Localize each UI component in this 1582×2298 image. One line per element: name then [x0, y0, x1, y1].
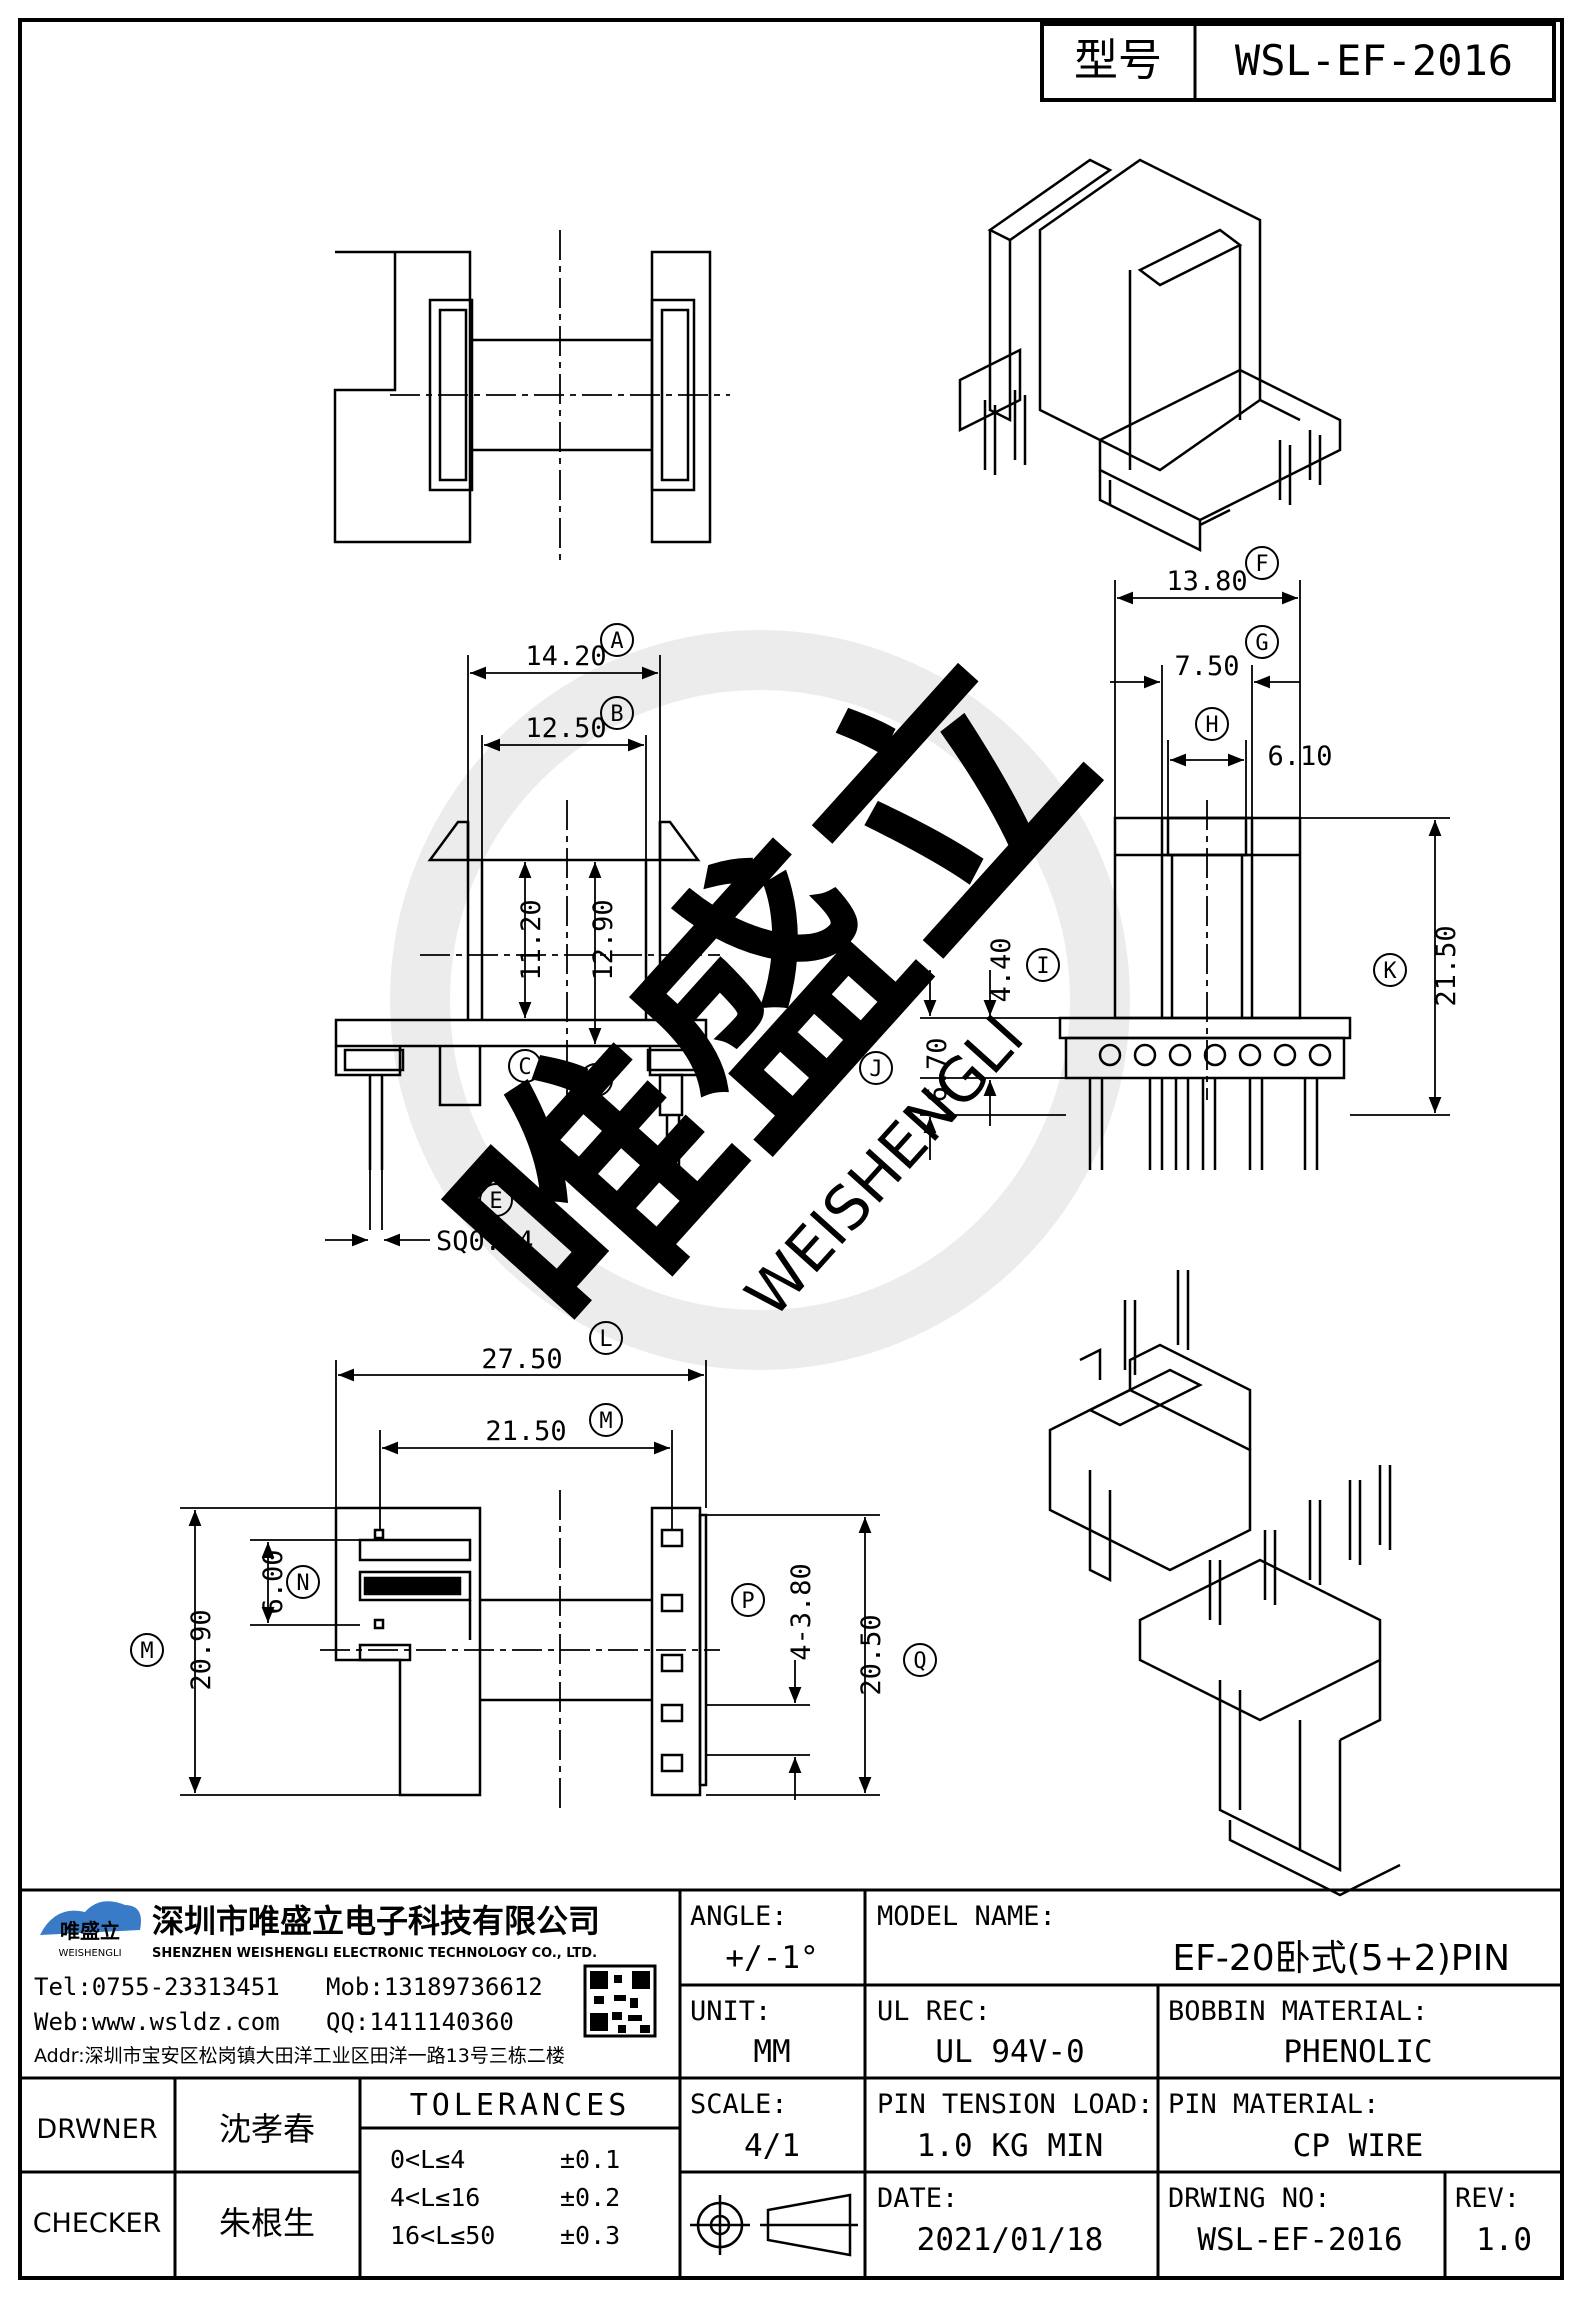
checker-label: CHECKER — [33, 2208, 162, 2239]
svg-text:G: G — [1255, 631, 1268, 656]
company-logo-text: 唯盛立 — [60, 1919, 120, 1943]
company-name-cn: 深圳市唯盛立电子科技有限公司 — [152, 1902, 600, 1940]
pin-tension-value: 1.0 KG MIN — [917, 2128, 1104, 2164]
svg-text:Q: Q — [913, 1649, 926, 1674]
rev-label: REV: — [1455, 2183, 1520, 2214]
svg-text:D: D — [589, 1069, 602, 1094]
bobbin-material-label: BOBBIN MATERIAL: — [1168, 1996, 1428, 2027]
dim-K-value: 21.50 — [1431, 925, 1462, 1006]
bobbin-material-value: PHENOLIC — [1283, 2034, 1432, 2070]
company-qq: QQ:1411140360 — [326, 2008, 514, 2036]
dim-D-value: 12.90 — [588, 899, 619, 980]
header-model-box: 型号 WSL-EF-2016 — [1040, 22, 1556, 102]
bottom-dimensions — [180, 1360, 880, 1800]
pin-material-label: PIN MATERIAL: — [1168, 2089, 1379, 2120]
svg-text:N: N — [296, 1571, 309, 1596]
scale-value: 4/1 — [744, 2128, 800, 2164]
company-name-en: SHENZHEN WEISHENGLI ELECTRONIC TECHNOLOG… — [152, 1946, 597, 1961]
header-model-value: WSL-EF-2016 — [1235, 36, 1513, 85]
svg-text:E: E — [489, 1189, 502, 1214]
pin-tension-label: PIN TENSION LOAD: — [877, 2089, 1153, 2120]
balloon-letters: A B C D E F G H I J K L M M N P Q — [140, 552, 1397, 1674]
tolerances-label: TOLERANCES — [410, 2088, 631, 2123]
iso-view-top — [958, 158, 1342, 553]
tolerance-value-1: ±0.1 — [560, 2145, 620, 2174]
dim-Q-value: 20.50 — [856, 1614, 887, 1695]
svg-text:A: A — [610, 629, 623, 654]
dim-E-value: SQ0.64 — [436, 1226, 534, 1257]
scale-label: SCALE: — [690, 2089, 788, 2120]
company-logo: 唯盛立 WEISHENGLI — [40, 1901, 141, 1959]
svg-text:C: C — [518, 1055, 531, 1080]
front-dimensions — [325, 655, 661, 1247]
tolerance-range-3: 16<L≤50 — [390, 2221, 495, 2250]
tolerance-range-2: 4<L≤16 — [390, 2183, 480, 2212]
svg-text:M: M — [599, 1409, 612, 1434]
sheet-border — [18, 18, 1564, 2280]
svg-text:P: P — [741, 1589, 754, 1614]
dim-M-left-value: 20.90 — [186, 1609, 217, 1690]
drwner-name: 沈孝春 — [219, 2110, 315, 2148]
unit-label: UNIT: — [690, 1996, 771, 2027]
projection-symbol-icon — [690, 2193, 858, 2257]
svg-text:B: B — [610, 702, 623, 727]
svg-text:M: M — [140, 1639, 153, 1664]
ul-rec-value: UL 94V-0 — [935, 2034, 1084, 2070]
dim-J-value: 6.70 — [922, 1037, 953, 1102]
company-logo-sub: WEISHENGLI — [58, 1948, 121, 1959]
drwing-no-label: DRWING NO: — [1168, 2183, 1331, 2214]
side-view — [1058, 800, 1352, 1170]
model-name-value: EF-20卧式(5+2)PIN — [1172, 1938, 1510, 1979]
title-block-frame — [20, 1888, 1562, 2278]
iso-view-bottom — [1048, 1270, 1401, 1897]
tolerance-value-3: ±0.3 — [560, 2221, 620, 2250]
watermark: 唯盛立 WEISHENGLI — [390, 603, 1146, 1385]
drwing-no-value: WSL-EF-2016 — [1197, 2222, 1402, 2258]
top-view — [333, 230, 730, 560]
rev-value: 1.0 — [1476, 2222, 1532, 2258]
date-label: DATE: — [877, 2183, 958, 2214]
angle-label: ANGLE: — [690, 1901, 788, 1932]
dim-B-value: 12.50 — [525, 713, 606, 744]
pin-material-value: CP WIRE — [1293, 2128, 1424, 2164]
unit-value: MM — [753, 2034, 790, 2070]
date-value: 2021/01/18 — [917, 2222, 1104, 2258]
dim-F-value: 13.80 — [1166, 566, 1247, 597]
dim-I-value: 4.40 — [986, 937, 1017, 1002]
tolerance-value-2: ±0.2 — [560, 2183, 620, 2212]
svg-text:L: L — [599, 1327, 612, 1352]
svg-text:F: F — [1255, 552, 1268, 577]
svg-text:K: K — [1383, 959, 1397, 984]
angle-value: +/-1° — [725, 1940, 818, 1976]
company-mob: Mob:13189736612 — [326, 1973, 543, 2001]
ul-rec-label: UL REC: — [877, 1996, 991, 2027]
svg-text:J: J — [869, 1057, 882, 1082]
dim-H-value: 6.10 — [1267, 741, 1332, 772]
qr-code-icon — [583, 1964, 657, 2038]
svg-text:H: H — [1205, 713, 1218, 738]
dim-C-value: 11.20 — [516, 899, 547, 980]
side-dimensions — [920, 580, 1450, 1160]
company-addr: Addr:深圳市宝安区松岗镇大田洋工业区田洋一路13号三栋二楼 — [34, 2045, 565, 2067]
balloons — [130, 546, 1407, 1677]
company-web: Web:www.wsldz.com — [34, 2008, 280, 2036]
drwner-label: DRWNER — [36, 2114, 157, 2145]
model-name-label: MODEL NAME: — [877, 1901, 1056, 1932]
dim-N-value: 6.00 — [258, 1549, 289, 1614]
svg-text:I: I — [1036, 954, 1049, 979]
checker-name: 朱根生 — [219, 2204, 315, 2242]
company-tel: Tel:0755-23313451 — [34, 1973, 280, 2001]
header-model-label: 型号 — [1074, 35, 1162, 86]
dim-G-value: 7.50 — [1174, 651, 1239, 682]
front-view — [334, 800, 720, 1170]
dim-A-value: 14.20 — [525, 641, 606, 672]
dim-P-value: 4-3.80 — [786, 1563, 817, 1661]
tolerance-range-1: 0<L≤4 — [390, 2145, 465, 2174]
dim-L-value: 27.50 — [481, 1344, 562, 1375]
dim-M-top-value: 21.50 — [485, 1416, 566, 1447]
bottom-view — [320, 1490, 720, 1810]
